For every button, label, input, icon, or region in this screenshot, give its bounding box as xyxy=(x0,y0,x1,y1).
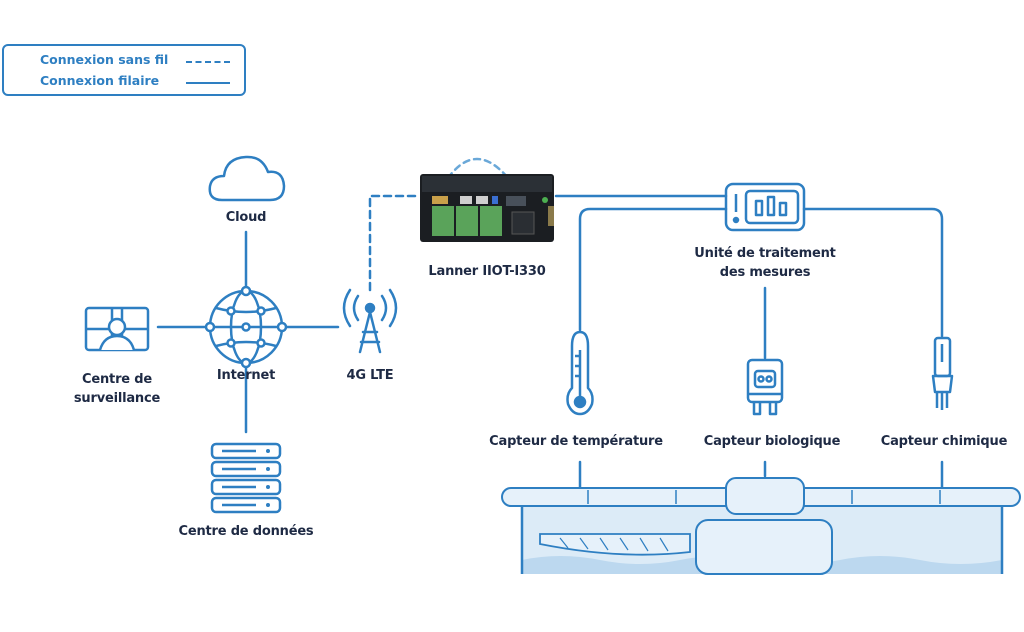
surveillance-label: Centre de surveillance xyxy=(73,372,161,406)
chem-sensor-label: Capteur chimique xyxy=(880,434,1008,449)
bio-sensor-label: Capteur biologique xyxy=(703,434,841,449)
gateway-wireless-dome xyxy=(446,157,510,180)
server-leds xyxy=(266,449,270,507)
globe-nodes xyxy=(204,285,288,369)
server-stack-icon xyxy=(210,442,282,514)
legend: Connexion sans fil Connexion filaire xyxy=(2,44,246,96)
processing-temp-link xyxy=(578,207,728,332)
lte-gateway-wireless-link xyxy=(368,194,422,292)
legend-dashed-line xyxy=(186,61,230,63)
datacenter-label: Centre de données xyxy=(178,524,314,539)
legend-solid-line xyxy=(186,82,230,84)
chem-probe-icon xyxy=(931,336,954,410)
temp-sensor-label: Capteur de température xyxy=(489,434,663,449)
processing-chem-link xyxy=(802,207,944,338)
lanner-label: Lanner IIOT-I330 xyxy=(428,264,546,279)
water-tank-icon xyxy=(501,477,1021,575)
legend-wireless-label: Connexion sans fil xyxy=(40,52,169,67)
bio-sensor-icon xyxy=(746,358,784,416)
legend-wired-label: Connexion filaire xyxy=(40,73,160,88)
lte-label: 4G LTE xyxy=(346,368,394,383)
meter-icon xyxy=(724,182,806,232)
internet-label: Internet xyxy=(216,368,276,383)
antenna-icon xyxy=(342,288,398,354)
thermometer-icon xyxy=(566,330,594,416)
gateway-device-icon xyxy=(420,174,554,242)
cloud-icon xyxy=(208,155,286,202)
cloud-label: Cloud xyxy=(225,210,267,225)
monitor-person-icon xyxy=(84,306,150,352)
processing-unit-label: Unité de traitement des mesures xyxy=(694,246,836,280)
